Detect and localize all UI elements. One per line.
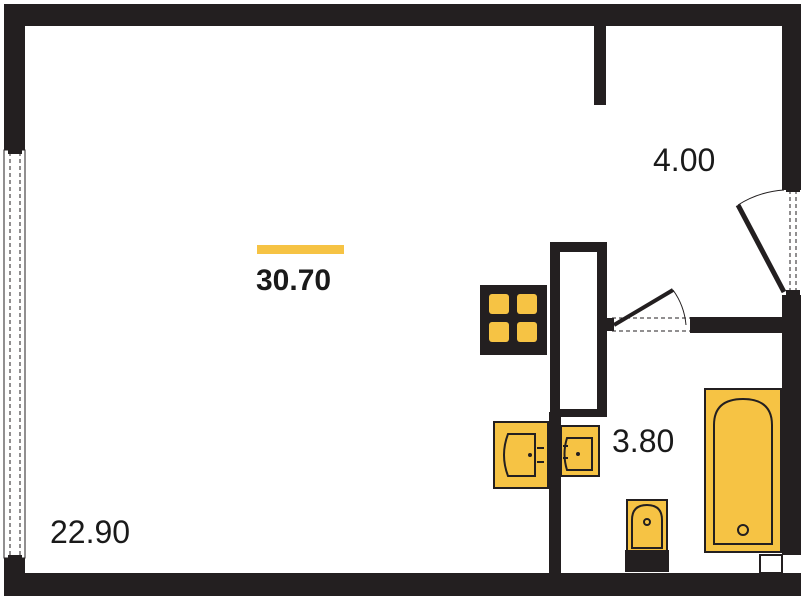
- wall-bottom: [4, 573, 801, 596]
- hall-area-label: 4.00: [653, 142, 716, 178]
- window-bottom-right: [759, 554, 783, 574]
- wall-stub-top: [594, 24, 606, 105]
- living-room-area-label: 22.90: [50, 514, 131, 550]
- window-left: [3, 148, 26, 561]
- bathtub-icon: [704, 388, 782, 553]
- kitchen-sink-icon: [493, 421, 549, 489]
- exterior-walls: [4, 4, 801, 596]
- wall-bathroom-top: [690, 317, 782, 333]
- washbasin-icon: [560, 425, 600, 477]
- wall-right-corner: [782, 552, 801, 555]
- toilet-icon: [625, 499, 669, 572]
- wardrobe-inner: [560, 252, 597, 409]
- wall-right-lower: [782, 295, 801, 552]
- wall-top: [4, 4, 801, 26]
- wall-bathroom-left: [549, 412, 561, 577]
- wall-right-upper: [782, 4, 801, 190]
- door-jamb: [606, 318, 614, 331]
- stove-icon: [480, 285, 547, 355]
- wall-left-upper: [4, 4, 25, 150]
- bathroom-door: [612, 288, 690, 332]
- total-area-label: 30.70: [256, 264, 332, 297]
- area-accent-bar: [257, 245, 344, 254]
- bathroom-area-label: 3.80: [612, 423, 675, 459]
- entrance-door: [735, 186, 800, 296]
